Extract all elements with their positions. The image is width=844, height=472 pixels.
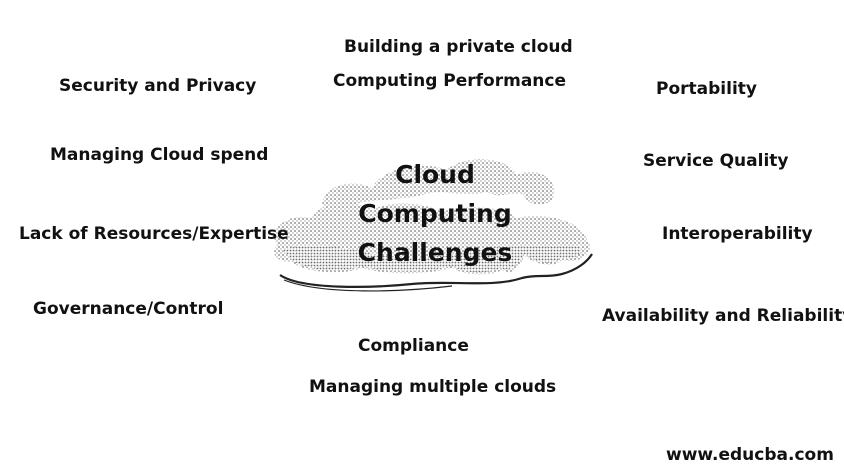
challenge-portability: Portability (656, 79, 757, 99)
center-title-line-2: Computing (358, 199, 512, 228)
challenge-lack-of-resources: Lack of Resources/Expertise (19, 224, 289, 244)
challenge-computing-performance: Computing Performance (333, 71, 567, 91)
challenge-managing-cloud-spend: Managing Cloud spend (50, 145, 269, 165)
challenge-interoperability: Interoperability (662, 224, 813, 244)
challenge-managing-multiple-clouds: Managing multiple clouds (309, 377, 557, 397)
challenge-building-private-cloud: Building a private cloud (344, 37, 573, 57)
challenge-compliance: Compliance (358, 336, 469, 356)
challenge-service-quality: Service Quality (643, 151, 789, 171)
center-title-line-1: Cloud (395, 160, 475, 189)
center-title-line-3: Challenges (357, 238, 513, 267)
challenge-security-privacy: Security and Privacy (59, 76, 257, 96)
challenge-availability-reliability: Availability and Reliability (602, 306, 844, 326)
cloud-icon (274, 159, 593, 292)
challenge-governance-control: Governance/Control (33, 299, 224, 319)
watermark-url: www.educba.com (666, 445, 834, 465)
